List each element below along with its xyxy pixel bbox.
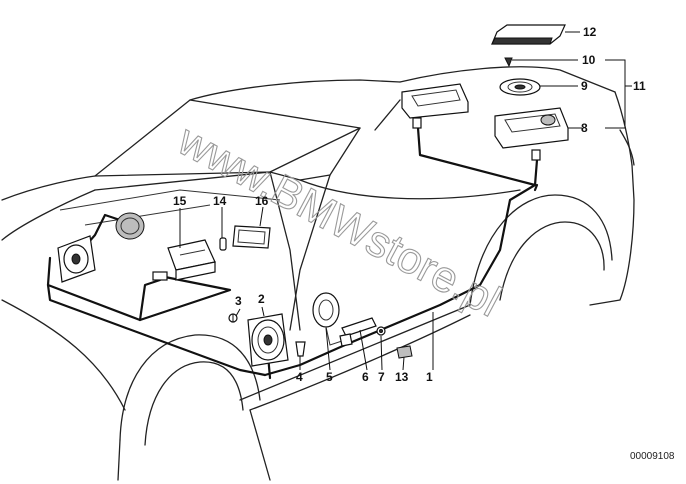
watermark: www.BMWstore.pl: [169, 115, 509, 327]
nut-7: [376, 326, 386, 336]
clip-13: [396, 345, 413, 359]
wiring-harness: [46, 126, 539, 380]
callout-6: 6: [362, 370, 369, 384]
rear-speaker-housing-left: [401, 83, 469, 129]
callout-11: 11: [633, 79, 646, 93]
callout-2: 2: [258, 292, 265, 306]
clip-4: [295, 341, 306, 357]
callout-1: 1: [426, 370, 433, 384]
callout-15: 15: [173, 194, 187, 208]
callout-10: 10: [582, 53, 596, 67]
tweeter-grille: [115, 212, 145, 240]
bracket-6: [339, 317, 377, 347]
callout-12: 12: [583, 25, 597, 39]
rear-speaker-housing-right: [494, 107, 569, 161]
fuse-plug: [219, 237, 227, 251]
cover-panel: [232, 225, 271, 249]
callout-13: 13: [395, 370, 409, 384]
dash-connector: [152, 271, 168, 281]
rear-speaker-9: [499, 78, 541, 96]
callout-14: 14: [213, 194, 227, 208]
radio-bracket: [167, 239, 216, 281]
callout-labels: 1 2 3 4 5 6 7 8 9 10 11 12 13 14 15 16: [173, 25, 646, 384]
callout-9: 9: [581, 79, 588, 93]
callout-16: 16: [255, 194, 269, 208]
door-speaker: [247, 313, 289, 367]
screw-3: [228, 313, 238, 323]
callout-4: 4: [296, 370, 303, 384]
leader-lines: [179, 31, 632, 371]
rear-door-speaker: [312, 292, 346, 346]
car-body-outline: [1, 66, 635, 481]
callout-5: 5: [326, 370, 333, 384]
watermark-text: www.BMWstore.pl: [169, 115, 508, 326]
callout-7: 7: [378, 370, 385, 384]
front-speaker-left: [57, 235, 96, 283]
callout-8: 8: [581, 121, 588, 135]
callout-3: 3: [235, 294, 242, 308]
diagram-code: 00009108: [630, 451, 675, 462]
screw-10: [504, 57, 513, 68]
grille-cover-12: [491, 24, 566, 45]
